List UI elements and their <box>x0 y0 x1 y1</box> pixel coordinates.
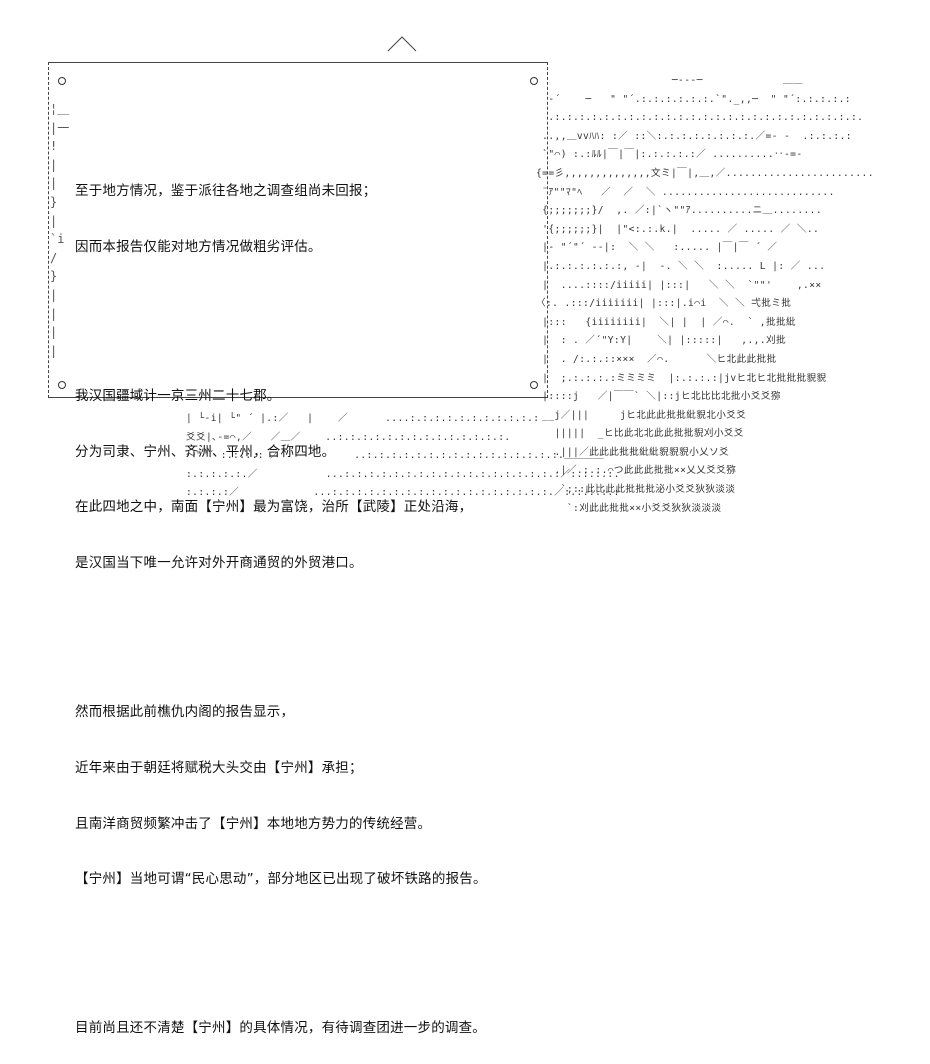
report-line: 近年来由于朝廷将赋税大头交由【宁州】承担； <box>75 759 363 776</box>
report-text: 至于地方情况，鉴于派往各地之调查组尚未回报； 因而本报告仅能对地方情况做粗劣评估… <box>75 108 487 1064</box>
peak-ornament-icon <box>387 36 417 52</box>
ascii-art-line: ..,,＿vvﾊﾊ: :／ ::＼:.:.:.:.:.:.:.:.／=- ‐ .… <box>536 130 852 142</box>
frame-mark: |一 <box>50 120 70 135</box>
ascii-art-line: `"⌒) :.:ﾙﾙ|￣|￣|:.:.:.:.:／ ..........‥‐=‐ <box>536 149 803 161</box>
report-line: 至于地方情况，鉴于派往各地之调查组尚未回报； <box>75 183 377 200</box>
ascii-art-line: |::::j ／|￣￣` ＼|::jヒ北比比北批小爻爻猕 <box>536 391 781 403</box>
ascii-art-line: 爻爻|､‐=⌒,／ ／＿／ ..:.:.:.:.:.:.:.:.:.:.:.:.… <box>186 431 511 443</box>
ascii-art-line: {;;;;;;;}/ ,. ／:|`ヽ""ｱ..........ニ＿......… <box>536 205 823 217</box>
frame-mark: | <box>50 343 58 358</box>
ascii-art-line: | ....::::/iiiii| |:::| ＼ ＼ `""' ,.×× <box>536 279 822 291</box>
frame-mark: | <box>50 157 58 172</box>
ascii-art-line: .|||／此此此批批紕紕貎貎貎小乂ソ爻 <box>536 446 730 458</box>
ascii-art-line: '{;;;;;;}| |"<:.:.k.| ..... ／ ..... ／ ＼.… <box>536 223 820 235</box>
ascii-art-line: | . /:.:.::××× ／⌒. ＼ヒ北此此批批 <box>536 353 777 365</box>
ascii-art-line: `;::此比此此批批批泌小爻爻狄狄淡淡 <box>536 484 736 496</box>
report-line: 目前尚且还不清楚【宁州】的具体情况，有待调查团进一步的调查。 <box>75 1020 486 1037</box>
frame-mark: `i <box>50 232 65 247</box>
corner-dot-icon <box>530 77 538 85</box>
report-paragraph: 然而根据此前樵仇内阁的报告显示， 近年来由于朝廷将赋税大头交由【宁州】承担； 且… <box>75 666 487 926</box>
ascii-art-line: | └‐i| └" ´ |.:／ | ／ ....:.:.:.:.:.:.:.:… <box>186 413 540 424</box>
ascii-art-line: ─‐‐‐─ ＿＿ <box>536 75 804 86</box>
ascii-art-line: __j／||| jヒ北此此批批紕貎北小爻爻 <box>536 409 747 421</box>
ascii-art-line: ¨ｱ""ﾏ"ﾍ ／ ／ ＼ ..........................… <box>536 186 835 198</box>
frame-mark: ! <box>50 139 58 154</box>
report-frame <box>48 62 548 398</box>
report-paragraph: 至于地方情况，鉴于派往各地之调查组尚未回报； 因而本报告仅能对地方情况做粗劣评估… <box>75 145 487 294</box>
report-line: 在此四地之中，南面【宁州】最为富饶，治所【武陵】正处沿海， <box>75 499 473 516</box>
report-paragraph: 目前尚且还不清楚【宁州】的具体情况，有待调查团进一步的调查。 <box>75 982 487 1064</box>
report-line: 且南洋商贸频繁冲击了【宁州】本地地方势力的传统经营。 <box>75 815 432 832</box>
ascii-art-line: :.:.:.:／ ...:.:.:.:.:.:.:.:.:.:.:.:.:.:.… <box>186 487 620 499</box>
ascii-art-ground: | └‐i| └" ´ |.:／ | ／ ....:.:.:.:.:.:.:.:… <box>186 410 620 503</box>
frame-mark: ¦＿ <box>50 102 70 116</box>
ascii-art-line: .|／.:.:.⌒つ此此此批批××乂乂爻爻猕 <box>536 465 737 477</box>
ascii-art-line: |.:.:.:.:.:.:, ‐| ‐. ＼ ＼ :..... L |: ／ .… <box>536 260 826 272</box>
ascii-art-line: | ;.:.:.:.:ミミミミ |:.:.:.:|jvヒ北ヒ北批批批貎貎 <box>536 372 827 384</box>
report-line: 【宁州】当地可谓“民心思动”，部分地区已出现了破坏铁路的报告。 <box>75 871 487 888</box>
ascii-art-line: ～""´ :.:.:.: ／ ..:.:.:.:.:.:.:.:.:.:.:.:… <box>186 450 605 462</box>
ascii-art-line: `:刈此此批批××小爻爻狄狄淡淡淡 <box>536 502 722 514</box>
ascii-art-cityscape: ─‐‐‐─ ＿＿ ‐´ ─ " "´.:.:.:.:.:.:.`"._,,─ "… <box>536 72 874 518</box>
frame-mark: | <box>50 306 58 321</box>
ascii-art-line: |::: {iiiiiiii| ＼| | | ／⌒. ` ,批批紕 <box>536 316 796 328</box>
frame-mark: | <box>50 213 58 228</box>
frame-mark: } <box>50 194 58 209</box>
corner-dot-icon <box>58 77 66 85</box>
ascii-art-line: | : . ／´"Y:Y| ＼| |:::::| ,.,.刈批 <box>536 335 786 347</box>
corner-dot-icon <box>58 381 66 389</box>
ascii-art-line: 〈:. .:::/iiiiiii| |:::|.i⌒i ＼ ＼ 弌批ミ批 <box>536 298 792 310</box>
frame-mark: / <box>50 250 58 265</box>
report-line: 我汉国疆域计一京三州二十七郡。 <box>75 387 281 404</box>
frame-mark: | <box>50 325 58 340</box>
frame-mark: | <box>50 176 58 191</box>
report-line: 是汉国当下唯一允许对外开商通贸的外贸港口。 <box>75 555 363 572</box>
frame-left-marks: ¦＿ |一! | |} | `i /} | | | | <box>50 100 69 360</box>
corner-dot-icon <box>530 381 538 389</box>
aa-comic-panel: ¦＿ |一! | |} | `i /} | | | | 至于地方情况，鉴于派往各地之调查组尚未回报；… <box>48 36 874 1036</box>
ascii-art-line: .:.:.:.:.:.:.:.:.:.:.:.:.:.:.:.:.:.:.:.:… <box>536 112 864 124</box>
ascii-art-line: :.:.:.:.:.／ ...:.:.:.:.:.:.:.:.:.:.:.:.:… <box>186 468 620 480</box>
ascii-art-line: {==彡,,,,,,,,,,,,,,文ミ|￣|,＿,／.............… <box>536 167 874 179</box>
report-line: 然而根据此前樵仇内阁的报告显示， <box>75 704 295 720</box>
frame-mark: | <box>50 287 58 302</box>
ascii-art-line: ||||| _ヒ比此北北此此批批貎刈小爻爻 <box>536 428 744 440</box>
frame-mark: } <box>50 269 58 284</box>
ascii-art-line: ‐´ ─ " "´.:.:.:.:.:.:.`"._,,─ " "´:.:.:.… <box>536 93 851 105</box>
ascii-art-line: |- "´"´ ‐‐|: ＼ ＼ :..... |￣|￣ ´ ／ <box>536 242 778 254</box>
report-line: 分为司隶、宁州、齐洲、平州，合称四地。 <box>75 443 336 460</box>
report-line: 因而本报告仅能对地方情况做粗劣评估。 <box>75 239 322 256</box>
